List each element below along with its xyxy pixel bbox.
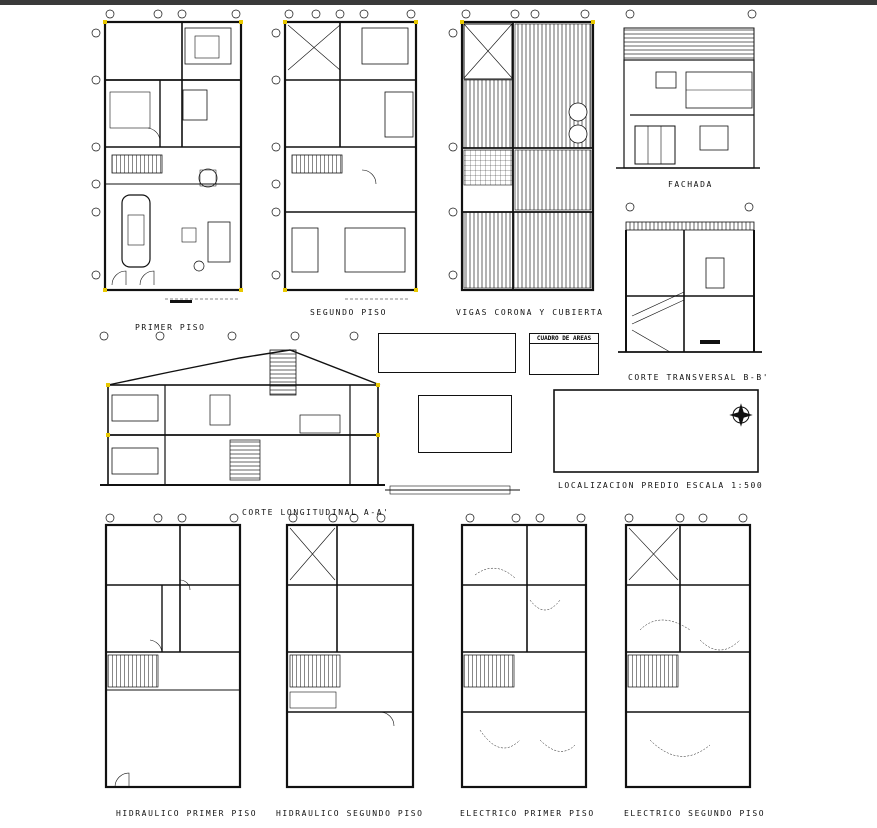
label-segundo-piso: SEGUNDO PISO <box>310 308 387 317</box>
label-primer-piso: PRIMER PISO <box>135 323 206 332</box>
yellow-markers <box>103 20 595 437</box>
drawing-sheet: CUADRO DE AREAS PRIMER PISO SEGUNDO PISO… <box>0 5 877 828</box>
compass-rose-icon <box>729 403 753 427</box>
label-hidraulico-primer-piso: HIDRAULICO PRIMER PISO <box>116 809 258 818</box>
label-localizacion: LOCALIZACION PREDIO ESCALA 1:500 <box>558 481 764 490</box>
plan-electrico-primer-piso <box>460 513 588 789</box>
cad-drawing <box>91 9 762 789</box>
plan-vigas-cubierta <box>448 9 595 292</box>
plan-hidraulico-segundo-piso <box>285 513 415 789</box>
section-corte-transversal <box>618 202 762 353</box>
location-map-frame <box>553 389 759 473</box>
plan-electrico-segundo-piso <box>624 513 752 789</box>
label-fachada: FACHADA <box>668 180 713 189</box>
label-corte-transversal: CORTE TRANSVERSAL B-B' <box>628 373 770 382</box>
title-table-2 <box>418 395 512 453</box>
plan-primer-piso <box>91 9 243 303</box>
cuadro-de-areas-table: CUADRO DE AREAS <box>529 333 599 375</box>
title-table-1 <box>378 333 516 373</box>
elevation-fachada <box>616 9 760 169</box>
label-hidraulico-segundo-piso: HIDRAULICO SEGUNDO PISO <box>276 809 424 818</box>
plan-hidraulico-primer-piso <box>104 513 242 789</box>
plan-segundo-piso <box>271 9 418 300</box>
window-top-bar <box>0 0 877 5</box>
label-electrico-segundo-piso: ELECTRICO SEGUNDO PISO <box>624 809 766 818</box>
label-corte-longitudinal: CORTE LONGITUDINAL A-A' <box>242 508 390 517</box>
label-electrico-primer-piso: ELECTRICO PRIMER PISO <box>460 809 595 818</box>
cuadro-de-areas-title: CUADRO DE AREAS <box>530 334 598 344</box>
label-vigas-cubierta: VIGAS CORONA Y CUBIERTA <box>456 308 604 317</box>
